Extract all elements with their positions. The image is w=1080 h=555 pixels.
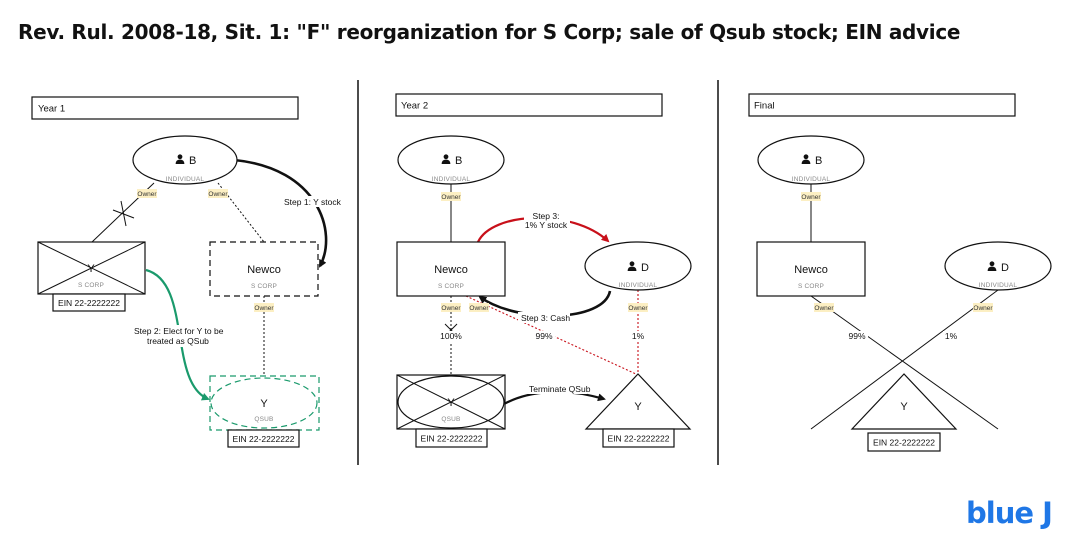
entity-type-label: S CORP (78, 282, 104, 289)
entity-type-label: INDIVIDUAL (979, 282, 1018, 289)
entity-type-label: QSUB (441, 416, 460, 423)
ein-label: EIN 22-2222222 (608, 434, 670, 444)
entity-y-new-name: Y (634, 401, 642, 413)
entity-type-label: INDIVIDUAL (166, 176, 205, 183)
panel-header-box (748, 93, 1016, 117)
entity-newco (396, 241, 506, 297)
entity-y-name: Y (900, 401, 908, 413)
entity-b-name: B (815, 155, 822, 167)
panel-year2: Year 2 B INDIVIDUAL Newco S CORP D INDIV… (395, 93, 692, 448)
ein-box (227, 429, 300, 448)
entity-b-name: B (455, 155, 462, 167)
entity-type-label: S CORP (438, 283, 464, 290)
panel-header-box (31, 96, 299, 120)
entity-b (757, 135, 865, 185)
entity-b-name: B (189, 155, 196, 167)
owner-badge: Owner (973, 305, 993, 312)
entity-d (584, 241, 692, 291)
ownership-line (810, 295, 999, 430)
panel-header: Year 2 (401, 101, 428, 112)
entity-y-qsub-name: Y (447, 397, 455, 409)
owner-badge: Owner (441, 194, 461, 201)
panel-final: Final B INDIVIDUAL Newco S CORP D INDIVI… (748, 93, 1052, 452)
step-label: Step 1: Y stock (284, 197, 342, 207)
entity-y (850, 373, 958, 430)
entity-b (397, 135, 505, 185)
entity-type-label: S CORP (798, 283, 824, 290)
percent-label: 99% (848, 331, 865, 341)
entity-type-label: QSUB (254, 416, 273, 423)
owner-badge: Owner (137, 191, 157, 198)
owner-badge: Owner (254, 305, 274, 312)
entity-d-name: D (1001, 262, 1009, 274)
entity-newco-name: Newco (794, 264, 828, 276)
ein-box (415, 428, 488, 448)
ein-box (867, 432, 941, 452)
entity-type-label: S CORP (251, 283, 277, 290)
cut-mark (120, 200, 127, 227)
owner-badge: Owner (628, 305, 648, 312)
percent-label: 99% (535, 331, 552, 341)
entity-y-qsub-name: Y (260, 398, 268, 410)
ein-label: EIN 22-2222222 (233, 434, 295, 444)
owner-badge: Owner (801, 194, 821, 201)
ein-label: EIN 22-2222222 (873, 438, 935, 448)
entity-newco (756, 241, 866, 297)
panel-header: Year 1 (38, 104, 65, 115)
page-title: Rev. Rul. 2008-18, Sit. 1: "F" reorganiz… (18, 20, 961, 44)
entity-d-name: D (641, 262, 649, 274)
owner-badge: Owner (814, 305, 834, 312)
ein-label: EIN 22-2222222 (58, 298, 120, 308)
entity-b (132, 135, 238, 185)
percent-label: 1% (632, 331, 645, 341)
entity-y-old-name: Y (87, 263, 95, 275)
ein-box (52, 293, 126, 312)
panel-header-box (395, 93, 663, 117)
step-label: Step 3: Cash (521, 313, 570, 323)
blue-j-logo[interactable]: blue J (966, 496, 1053, 530)
ownership-line (810, 289, 999, 430)
entity-newco-name: Newco (247, 264, 281, 276)
entity-newco (209, 241, 319, 297)
owner-badge: Owner (441, 305, 461, 312)
ein-box (602, 428, 675, 448)
step-label: Terminate QSub (529, 384, 591, 394)
step-label: 1% Y stock (525, 220, 568, 230)
entity-type-label: INDIVIDUAL (792, 176, 831, 183)
entity-type-label: INDIVIDUAL (432, 176, 471, 183)
ein-label: EIN 22-2222222 (421, 434, 483, 444)
entity-newco-name: Newco (434, 264, 468, 276)
entity-d (944, 241, 1052, 291)
step-label: Step 2: Elect for Y to be (134, 326, 224, 336)
step-label: Step 3: (533, 211, 560, 221)
owner-badge: Owner (469, 305, 489, 312)
panel-header: Final (754, 101, 775, 112)
owner-badge: Owner (208, 191, 228, 198)
entity-type-label: INDIVIDUAL (619, 282, 658, 289)
percent-label: 1% (945, 331, 958, 341)
step-label: treated as QSub (147, 336, 209, 346)
percent-label: 100% (440, 331, 462, 341)
panel-year1: Year 1 B INDIVIDUAL Y S CORP EIN 22-2222… (31, 96, 342, 448)
